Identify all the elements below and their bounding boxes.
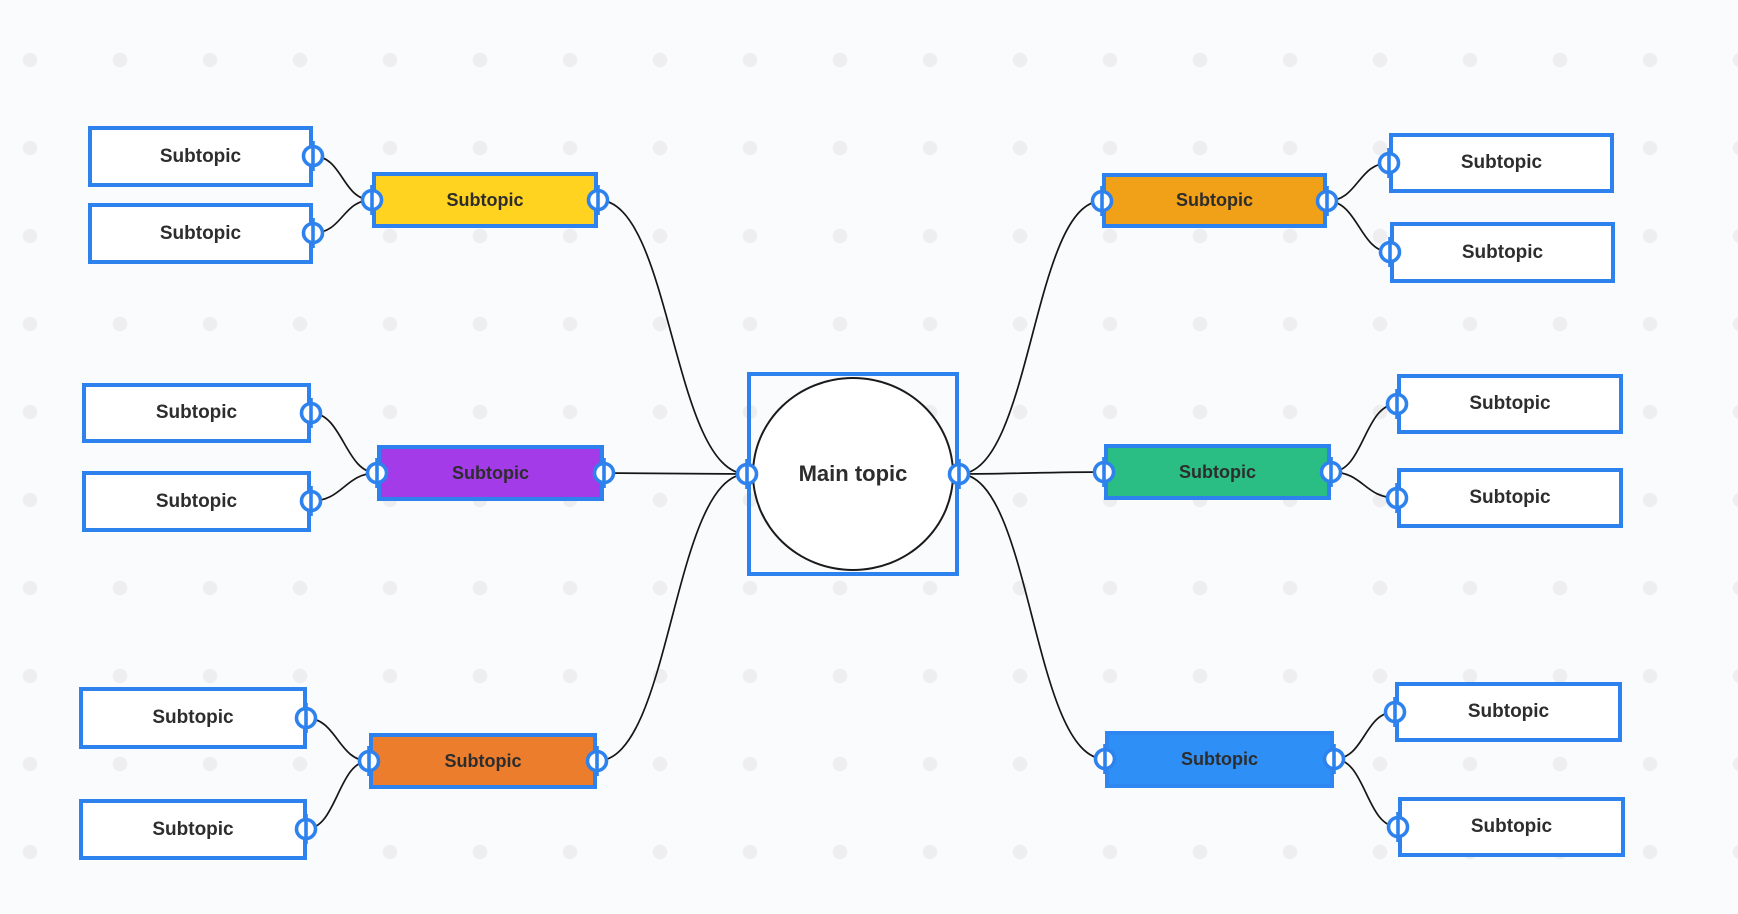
connector-bottom-right-child-2[interactable] — [1333, 758, 1399, 828]
connector-main-to-top-right[interactable] — [958, 200, 1103, 475]
connector-middle-left-child-1[interactable] — [310, 412, 378, 474]
leaf-label: Subtopic — [1469, 393, 1551, 414]
leaf-node-middle-left-2[interactable]: Subtopic — [82, 471, 311, 532]
branch-node-bottom-left[interactable]: Subtopic — [369, 733, 597, 789]
connector-top-left-child-2[interactable] — [312, 199, 373, 234]
main-topic-node[interactable]: Main topic — [747, 372, 959, 576]
branch-label: Subtopic — [1181, 749, 1258, 769]
leaf-node-top-left-2[interactable]: Subtopic — [88, 203, 313, 264]
branch-label: Subtopic — [446, 189, 524, 210]
connector-bottom-right-child-1[interactable] — [1333, 711, 1396, 760]
branch-node-bottom-right[interactable]: Subtopic — [1105, 731, 1334, 788]
connector-top-right-child-2[interactable] — [1326, 200, 1391, 253]
leaf-node-top-right-1[interactable]: Subtopic — [1389, 133, 1614, 193]
leaf-label: Subtopic — [152, 707, 234, 728]
leaf-label: Subtopic — [152, 818, 234, 840]
leaf-node-middle-right-1[interactable]: Subtopic — [1397, 374, 1623, 434]
leaf-label: Subtopic — [1470, 816, 1553, 837]
connector-main-to-middle-right[interactable] — [958, 471, 1105, 475]
connector-bottom-left-child-1[interactable] — [305, 717, 370, 762]
leaf-label: Subtopic — [1460, 152, 1543, 173]
connector-main-to-bottom-right[interactable] — [958, 473, 1106, 760]
leaf-node-top-left-1[interactable]: Subtopic — [88, 126, 313, 187]
connector-bottom-left-child-2[interactable] — [305, 760, 370, 830]
leaf-label: Subtopic — [1469, 487, 1551, 508]
leaf-label: Subtopic — [155, 490, 238, 512]
leaf-node-middle-left-1[interactable]: Subtopic — [82, 383, 311, 443]
connector-main-to-bottom-left[interactable] — [596, 473, 748, 762]
branch-node-middle-left[interactable]: Subtopic — [377, 445, 604, 501]
branch-node-top-left[interactable]: Subtopic — [372, 172, 598, 228]
leaf-node-bottom-right-1[interactable]: Subtopic — [1395, 682, 1622, 742]
leaf-label: Subtopic — [155, 402, 238, 423]
connector-main-to-middle-left[interactable] — [603, 472, 748, 475]
branch-label: Subtopic — [1179, 461, 1256, 482]
leaf-label: Subtopic — [1461, 241, 1544, 263]
leaf-label: Subtopic — [159, 145, 242, 167]
branch-node-top-right[interactable]: Subtopic — [1102, 173, 1327, 228]
connector-main-to-top-left[interactable] — [597, 199, 748, 475]
branch-label: Subtopic — [444, 750, 522, 771]
main-topic-circle: Main topic — [752, 377, 954, 571]
connector-middle-right-child-2[interactable] — [1330, 471, 1398, 499]
connector-middle-left-child-2[interactable] — [310, 472, 378, 502]
main-topic-label: Main topic — [798, 461, 908, 486]
leaf-node-middle-right-2[interactable]: Subtopic — [1397, 468, 1623, 528]
connector-top-right-child-1[interactable] — [1326, 162, 1390, 202]
leaf-label: Subtopic — [159, 222, 242, 244]
leaf-label: Subtopic — [1467, 701, 1550, 722]
leaf-node-bottom-right-2[interactable]: Subtopic — [1398, 797, 1625, 857]
branch-node-middle-right[interactable]: Subtopic — [1104, 444, 1331, 500]
connector-top-left-child-1[interactable] — [312, 155, 373, 201]
leaf-node-bottom-left-2[interactable]: Subtopic — [79, 799, 307, 860]
connector-middle-right-child-1[interactable] — [1330, 403, 1398, 473]
leaf-node-bottom-left-1[interactable]: Subtopic — [79, 687, 307, 749]
leaf-node-top-right-2[interactable]: Subtopic — [1390, 222, 1615, 283]
branch-label: Subtopic — [1176, 190, 1253, 210]
branch-label: Subtopic — [452, 462, 529, 483]
